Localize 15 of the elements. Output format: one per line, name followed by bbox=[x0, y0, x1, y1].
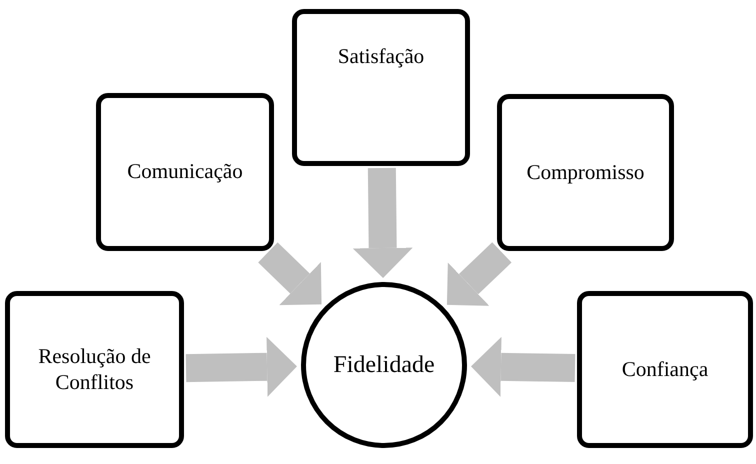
rounded-box bbox=[96, 93, 274, 251]
block-arrow bbox=[352, 168, 413, 278]
rounded-box bbox=[5, 291, 184, 448]
node-label: Comunicação bbox=[127, 159, 243, 185]
rounded-box bbox=[497, 94, 674, 251]
rounded-box bbox=[577, 291, 753, 448]
block-arrow bbox=[186, 336, 297, 397]
node-label: Fidelidade bbox=[333, 350, 435, 380]
rounded-box bbox=[292, 9, 470, 166]
block-arrow bbox=[258, 242, 322, 306]
node-label: Satisfação bbox=[338, 44, 424, 70]
node-label: Resolução de Conflitos bbox=[37, 344, 152, 395]
block-arrow bbox=[446, 242, 512, 306]
node-label: Compromisso bbox=[526, 160, 644, 186]
node-label: Confiança bbox=[622, 356, 708, 382]
